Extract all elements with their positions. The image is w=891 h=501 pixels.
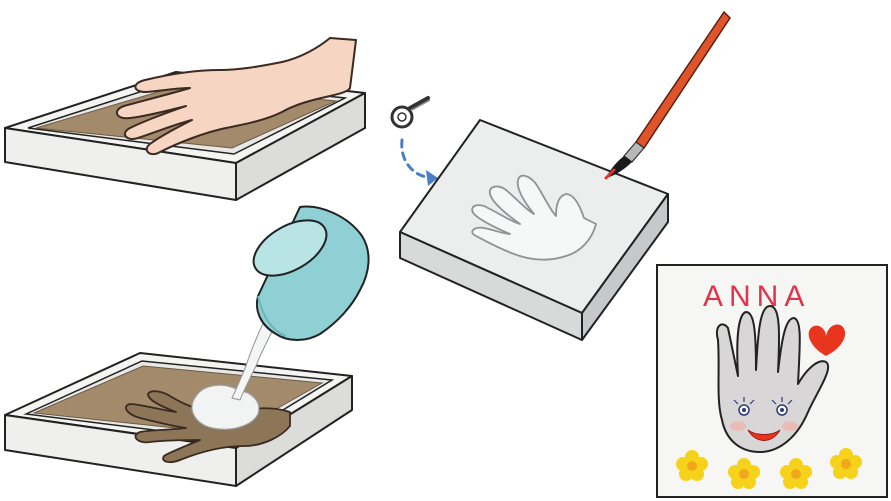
dashed-arrow-icon [402,140,438,186]
eye-hook-icon [392,98,430,127]
sand-tray-pouring [5,207,369,486]
sand-tray-with-hand [5,38,365,200]
name-label: ANNA [703,280,810,313]
paintbrush-icon [606,12,730,178]
decorated-handprint-card: ANNA [657,265,887,497]
bowl-icon [244,207,368,340]
